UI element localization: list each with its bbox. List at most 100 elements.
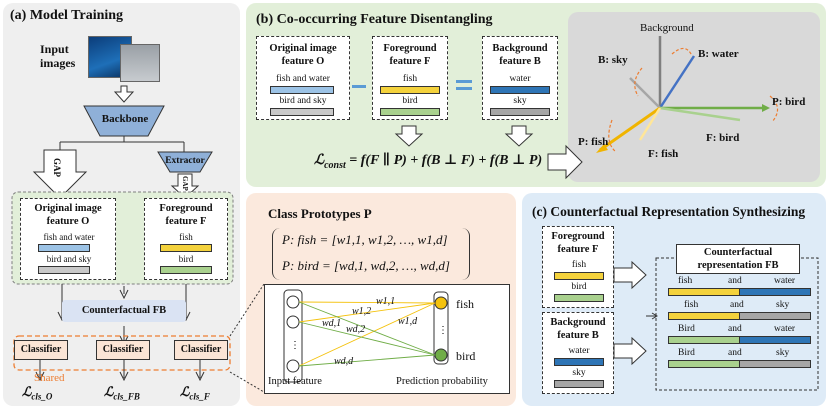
background-feature-title-c: Background feature B: [550, 317, 606, 341]
shared-box: [13, 335, 231, 371]
loss-cls-fb: ℒcls_FB: [104, 384, 140, 402]
original-feature-box-b: [256, 36, 350, 120]
bg-item-2-b: sky: [513, 96, 527, 106]
input-feature-column: [283, 289, 303, 383]
weight-wd1: wd,1: [322, 318, 342, 329]
hollow-arrow-b: [504, 125, 534, 147]
panel-a-title: (a) Model Training: [10, 8, 124, 23]
sky-bar-c: [554, 380, 604, 388]
prediction-probability-label: Prediction probability: [396, 376, 488, 387]
loss-cls-f: ℒcls_F: [180, 384, 210, 402]
counterfactual-fb-box: Counterfactual FB: [62, 300, 186, 322]
counterfactual-title-c: Counterfactual representation FB: [676, 244, 800, 274]
orig-item-2-b: bird and sky: [279, 96, 327, 106]
minus-sign: [352, 85, 366, 88]
prototypes-title: Class Prototypes P: [268, 206, 372, 221]
fg-item-2-a: bird: [178, 254, 194, 264]
split-lines: [59, 136, 185, 152]
input-image-bird: [120, 44, 160, 82]
shared-label: Shared: [34, 372, 65, 384]
cf-row-1: fish and water: [664, 276, 814, 300]
foreground-feature-title-a: Foreground feature F: [159, 203, 213, 227]
input-feature-label: Input feature: [268, 376, 322, 387]
background-feature-title-b: Background feature B: [492, 43, 548, 67]
fish-bar-c: [554, 272, 604, 280]
fish-water-bar-b: [270, 86, 334, 94]
orig-item-1-b: fish and water: [276, 74, 330, 84]
fg-item-1-a: fish: [179, 232, 193, 242]
vector-diagram: [596, 36, 779, 153]
fg-item-2-b: bird: [402, 96, 418, 106]
cf-row-2: fish and sky: [664, 300, 814, 324]
vector-space-panel: [568, 12, 820, 182]
bg-item-1-b: water: [509, 74, 531, 84]
fg-item-1-b: fish: [402, 74, 418, 84]
water-bar-c: [554, 358, 604, 366]
foreground-feature-box-b: [372, 36, 448, 120]
p-fish-vector: [599, 106, 661, 152]
original-feature-title-a: Original image feature O: [34, 203, 102, 227]
svg-text:⋮: ⋮: [290, 340, 300, 351]
classifier-o: Classifier: [14, 340, 68, 360]
cf-row-3: Bird and water: [664, 324, 814, 348]
weight-wd2: wd,2: [346, 324, 366, 335]
panel-c-title: (c) Counterfactual Representation Synthe…: [532, 204, 806, 219]
equals-sign-top: [456, 80, 472, 83]
hollow-arrow-fg: [613, 260, 647, 290]
backbone-label: Backbone: [101, 113, 149, 125]
vector-label-background: Background: [640, 22, 694, 34]
weight-w1d: w1,d: [398, 316, 418, 327]
weight-w12: w1,2: [352, 306, 372, 317]
vector-label-b-water: B: water: [698, 48, 739, 60]
input-images-label: Input images: [40, 42, 76, 70]
fg-item-1-c: fish: [571, 260, 587, 270]
original-feature-title-b: Original image feature O: [269, 43, 337, 67]
gap-right-label: GAP: [181, 176, 189, 191]
bird-sky-bar-a: [38, 266, 90, 274]
prototype-bracket: [272, 228, 470, 280]
svg-text:⋮: ⋮: [438, 325, 448, 336]
hollow-arrow-right: [547, 144, 583, 180]
weight-wdd: wd,d: [334, 356, 354, 367]
hollow-arrow-bg: [613, 336, 647, 366]
classifier-fb: Classifier: [96, 340, 150, 360]
orig-item-1-a: fish and water: [43, 232, 95, 242]
vector-label-f-fish: F: fish: [648, 148, 679, 160]
backbone-trapezoid: [83, 105, 165, 137]
cf-row-4: Bird and sky: [664, 348, 814, 372]
fish-water-bar-a: [38, 244, 90, 252]
fish-bar-a: [160, 244, 212, 252]
weight-w11: w1,1: [376, 296, 396, 307]
water-bar-b: [490, 86, 550, 94]
bird-bar-a: [160, 266, 212, 274]
orig-item-2-a: bird and sky: [46, 254, 92, 264]
background-feature-box-b: [482, 36, 558, 120]
foreground-feature-title-c: Foreground feature F: [551, 231, 605, 255]
extractor-label: Extractor: [165, 156, 205, 166]
bird-bar-b: [380, 108, 440, 116]
const-loss-formula: ℒconst = f(F ∥ P) + f(B ⊥ F) + f(B ⊥ P): [314, 153, 543, 171]
vector-label-f-bird: F: bird: [706, 132, 740, 144]
hollow-arrow-f: [394, 125, 424, 147]
equals-sign-bottom: [456, 87, 472, 90]
vector-label-b-sky: B: sky: [598, 54, 628, 66]
loss-cls-o: ℒcls_O: [22, 384, 53, 402]
gap-left-label: GAP: [52, 158, 62, 177]
bg-item-2-c: sky: [572, 368, 586, 378]
hollow-down-arrow: [113, 85, 135, 103]
sky-bar-b: [490, 108, 550, 116]
gap-arrow-left: [32, 149, 88, 199]
output-fish-label: fish: [456, 297, 474, 311]
bg-item-1-c: water: [568, 346, 590, 356]
output-bird-label: bird: [456, 349, 476, 363]
f-bird-vector: [659, 106, 741, 122]
bird-sky-bar-b: [270, 108, 334, 116]
fish-bar-b: [380, 86, 440, 94]
f-fish-vector: [638, 107, 662, 141]
prototype-row-bird: P: bird = [wd,1, wd,2, …, wd,d]: [282, 258, 450, 273]
panel-b-title: (b) Co-occurring Feature Disentangling: [256, 12, 493, 27]
fg-item-2-c: bird: [571, 282, 587, 292]
